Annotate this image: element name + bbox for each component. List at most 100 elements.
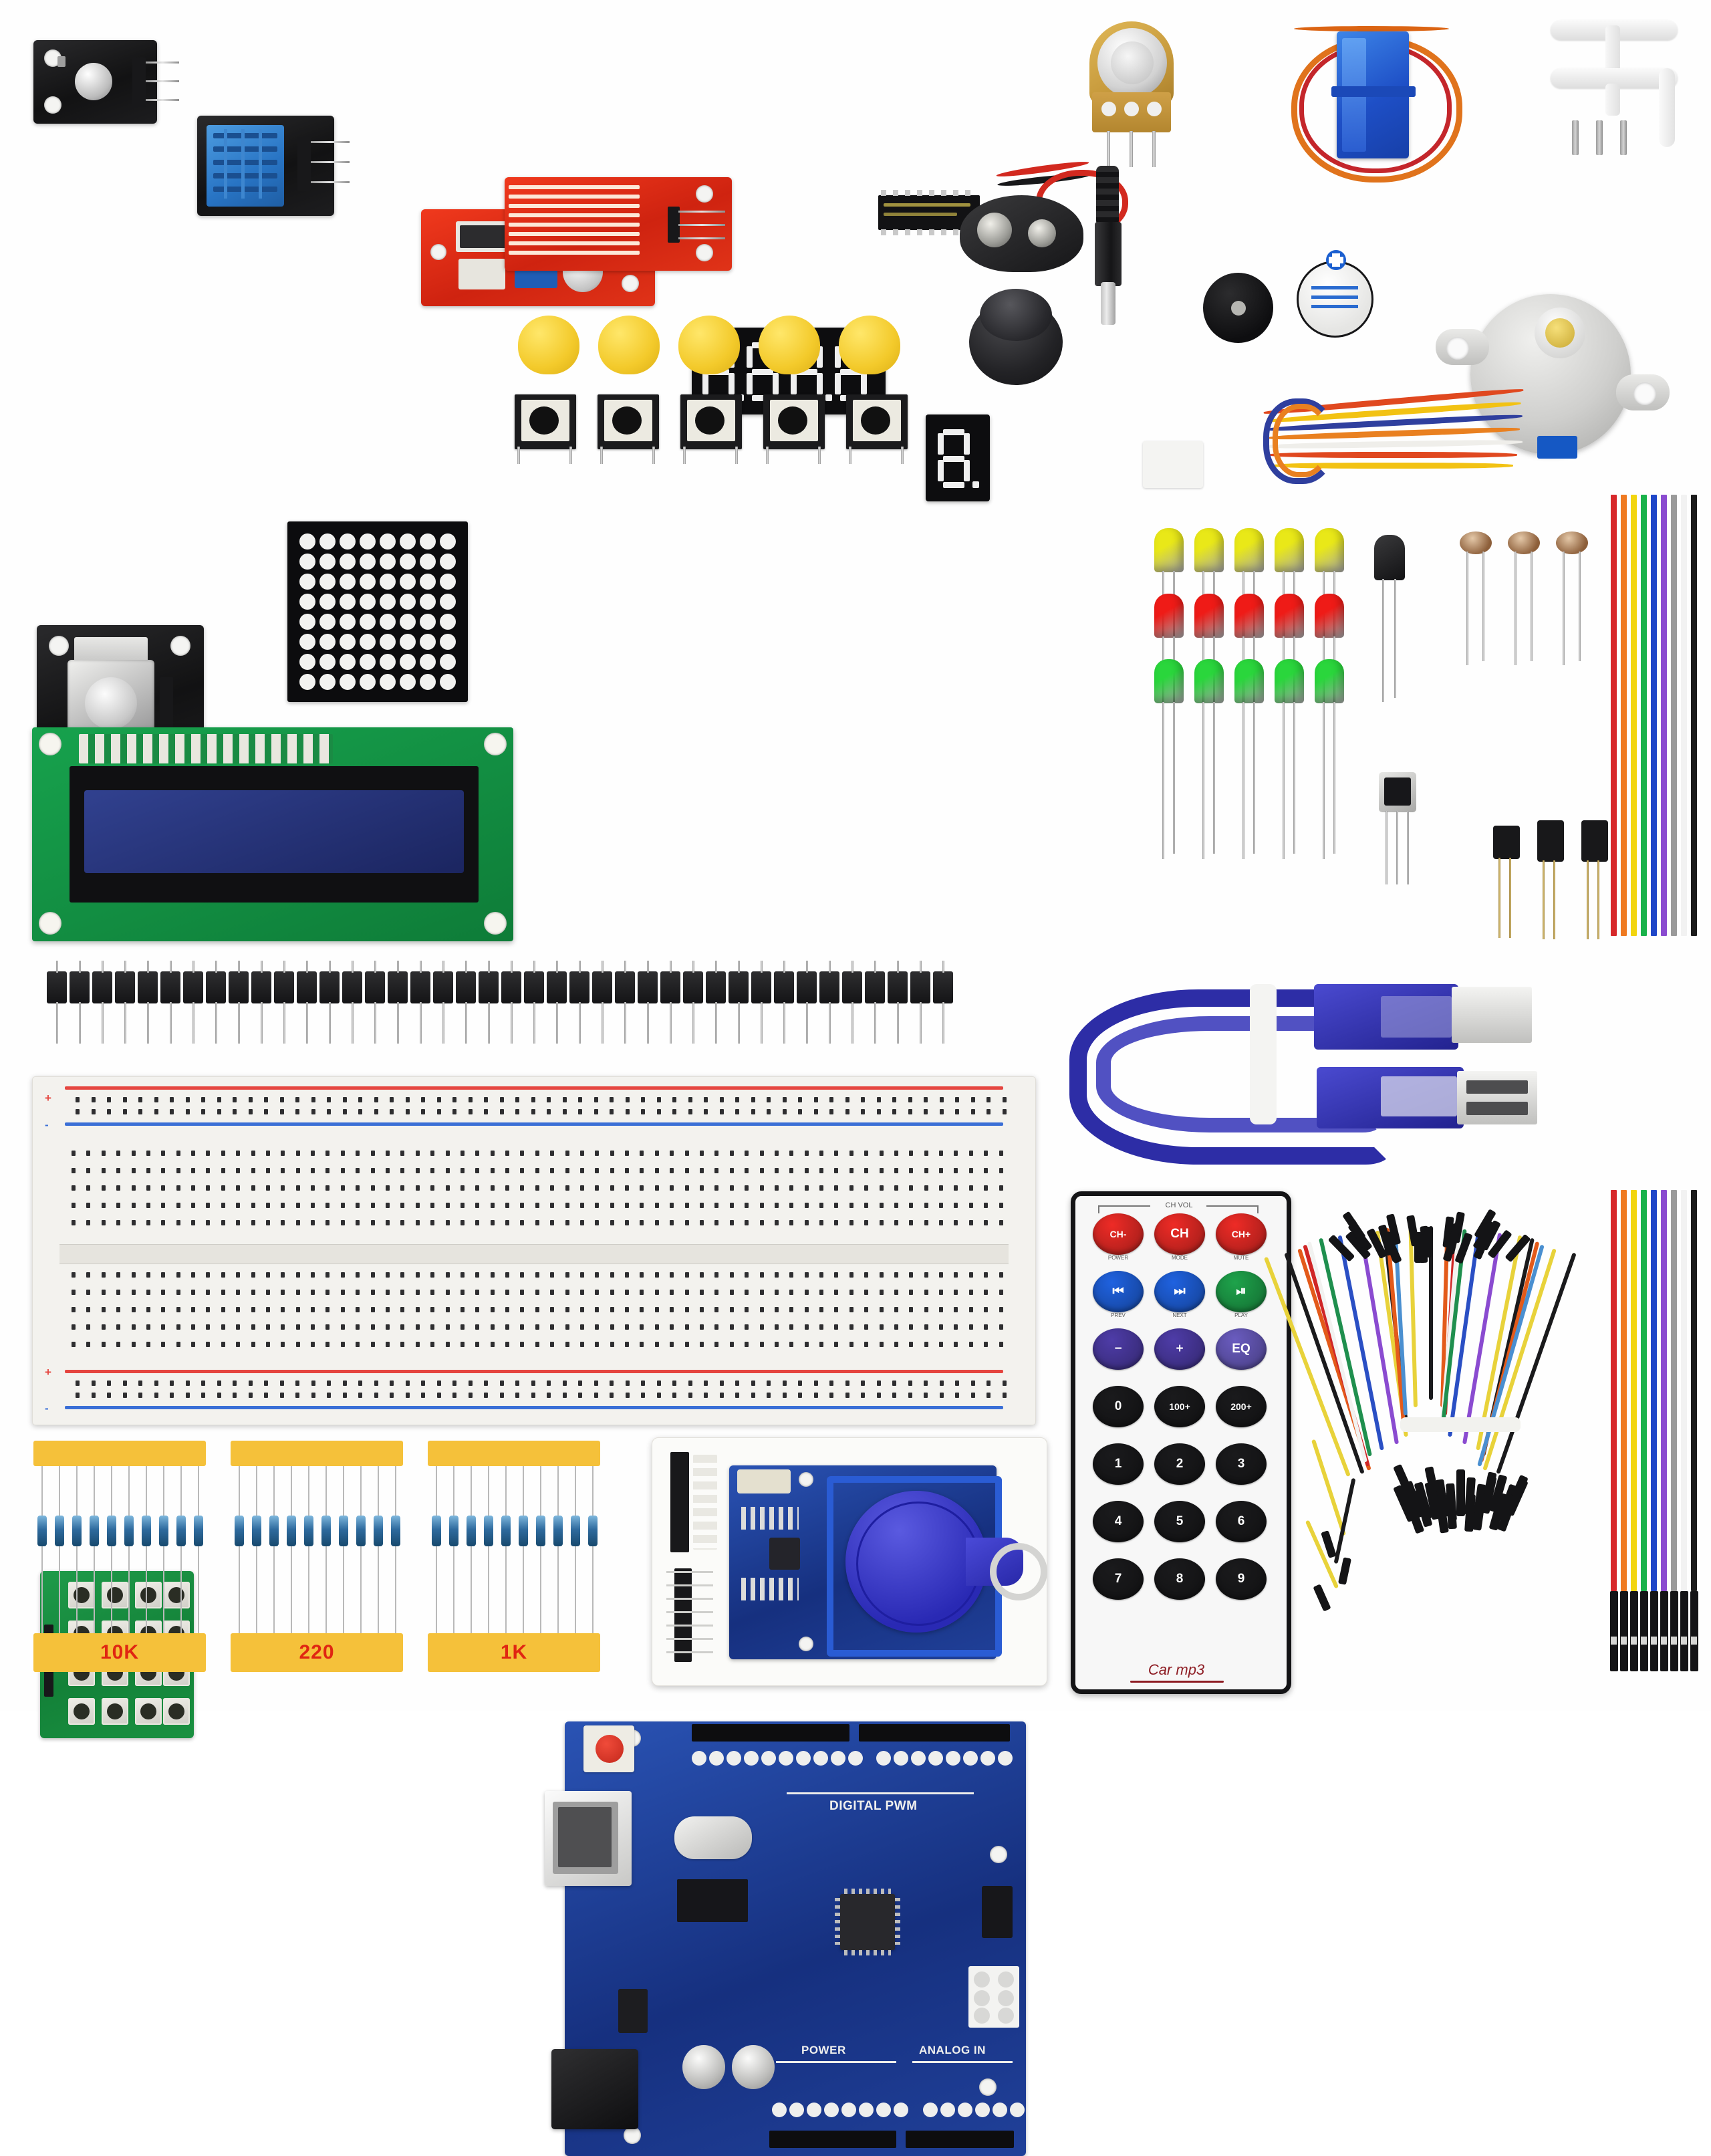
breadboard-hole[interactable] [861,1393,865,1398]
breadboard-hole[interactable] [968,1290,973,1295]
breadboard-hole[interactable] [191,1185,196,1191]
breadboard-hole[interactable] [670,1220,674,1225]
breadboard-hole[interactable] [405,1393,410,1398]
breadboard-hole[interactable] [295,1220,300,1225]
breadboard-hole[interactable] [565,1203,569,1208]
breadboard-hole[interactable] [101,1185,106,1191]
breadboard-hole[interactable] [565,1342,569,1347]
breadboard-hole[interactable] [161,1185,166,1191]
breadboard-hole[interactable] [206,1307,211,1312]
breadboard-hole[interactable] [233,1393,237,1398]
breadboard-hole[interactable] [610,1324,614,1330]
breadboard-hole[interactable] [968,1307,973,1312]
breadboard-hole[interactable] [101,1168,106,1173]
breadboard-hole[interactable] [116,1220,121,1225]
breadboard-hole[interactable] [999,1290,1003,1295]
breadboard-hole[interactable] [813,1097,818,1102]
breadboard-hole[interactable] [954,1203,958,1208]
breadboard-hole[interactable] [774,1307,779,1312]
breadboard-hole[interactable] [879,1342,884,1347]
breadboard-hole[interactable] [729,1185,734,1191]
breadboard-hole[interactable] [154,1381,158,1386]
breadboard-hole[interactable] [547,1393,551,1398]
breadboard-hole[interactable] [625,1185,630,1191]
breadboard-hole[interactable] [490,1290,495,1295]
breadboard-hole[interactable] [531,1109,535,1114]
breadboard-hole[interactable] [340,1168,345,1173]
breadboard-hole[interactable] [804,1272,809,1278]
breadboard-hole[interactable] [251,1307,255,1312]
breadboard-hole[interactable] [774,1168,779,1173]
breadboard-hole[interactable] [116,1151,121,1156]
breadboard-hole[interactable] [460,1168,465,1173]
breadboard-hole[interactable] [688,1393,692,1398]
breadboard-hole[interactable] [819,1290,824,1295]
remote-key-7[interactable]: 7 [1093,1558,1144,1600]
breadboard-hole[interactable] [879,1203,884,1208]
breadboard-hole[interactable] [595,1324,600,1330]
breadboard-hole[interactable] [578,1393,582,1398]
breadboard-hole[interactable] [311,1220,315,1225]
breadboard-hole[interactable] [374,1109,378,1114]
usb-b-port[interactable] [545,1791,632,1886]
breadboard-hole[interactable] [505,1290,510,1295]
breadboard-hole[interactable] [672,1097,676,1102]
breadboard-hole[interactable] [445,1272,450,1278]
breadboard-hole[interactable] [819,1324,824,1330]
breadboard-hole[interactable] [908,1109,912,1114]
reset-button[interactable] [583,1725,634,1772]
breadboard-hole[interactable] [72,1290,76,1295]
breadboard-hole[interactable] [908,1381,912,1386]
breadboard-hole[interactable] [295,1393,299,1398]
breadboard-hole[interactable] [908,1393,912,1398]
breadboard-hole[interactable] [550,1185,555,1191]
breadboard-hole[interactable] [176,1151,180,1156]
breadboard-hole[interactable] [909,1151,914,1156]
breadboard-hole[interactable] [400,1290,405,1295]
breadboard-hole[interactable] [845,1097,849,1102]
breadboard-hole[interactable] [251,1151,255,1156]
breadboard-hole[interactable] [751,1381,755,1386]
breadboard-hole[interactable] [654,1151,659,1156]
breadboard-hole[interactable] [939,1393,944,1398]
breadboard-hole[interactable] [968,1151,973,1156]
breadboard-hole[interactable] [475,1307,480,1312]
breadboard-hole[interactable] [370,1220,375,1225]
breadboard-hole[interactable] [594,1097,598,1102]
breadboard-hole[interactable] [233,1109,237,1114]
breadboard-hole[interactable] [325,1342,330,1347]
breadboard-hole[interactable] [892,1097,896,1102]
breadboard-hole[interactable] [415,1324,420,1330]
breadboard-hole[interactable] [672,1381,676,1386]
breadboard-hole[interactable] [468,1097,473,1102]
breadboard-hole[interactable] [861,1109,865,1114]
remote-key-[interactable]: ⏯ [1216,1271,1267,1312]
breadboard-hole[interactable] [415,1203,420,1208]
breadboard-hole[interactable] [719,1381,724,1386]
breadboard-hole[interactable] [550,1342,555,1347]
breadboard-hole[interactable] [819,1168,824,1173]
breadboard-hole[interactable] [265,1290,270,1295]
breadboard-hole[interactable] [281,1220,285,1225]
breadboard-hole[interactable] [759,1307,764,1312]
breadboard-hole[interactable] [281,1307,285,1312]
breadboard-hole[interactable] [370,1307,375,1312]
breadboard-hole[interactable] [236,1307,241,1312]
breadboard-hole[interactable] [864,1185,869,1191]
breadboard-hole[interactable] [86,1307,91,1312]
breadboard-hole[interactable] [700,1324,704,1330]
breadboard-hole[interactable] [405,1381,410,1386]
breadboard-hole[interactable] [400,1272,405,1278]
breadboard-hole[interactable] [264,1381,268,1386]
breadboard-hole[interactable] [939,1307,944,1312]
breadboard-hole[interactable] [460,1290,465,1295]
breadboard-hole[interactable] [954,1220,958,1225]
breadboard-hole[interactable] [131,1272,136,1278]
breadboard-hole[interactable] [968,1220,973,1225]
breadboard-hole[interactable] [154,1393,158,1398]
breadboard-hole[interactable] [849,1168,853,1173]
analog-header[interactable] [906,2131,1014,2148]
breadboard-hole[interactable] [251,1203,255,1208]
breadboard-hole[interactable] [390,1109,394,1114]
breadboard-hole[interactable] [386,1272,390,1278]
